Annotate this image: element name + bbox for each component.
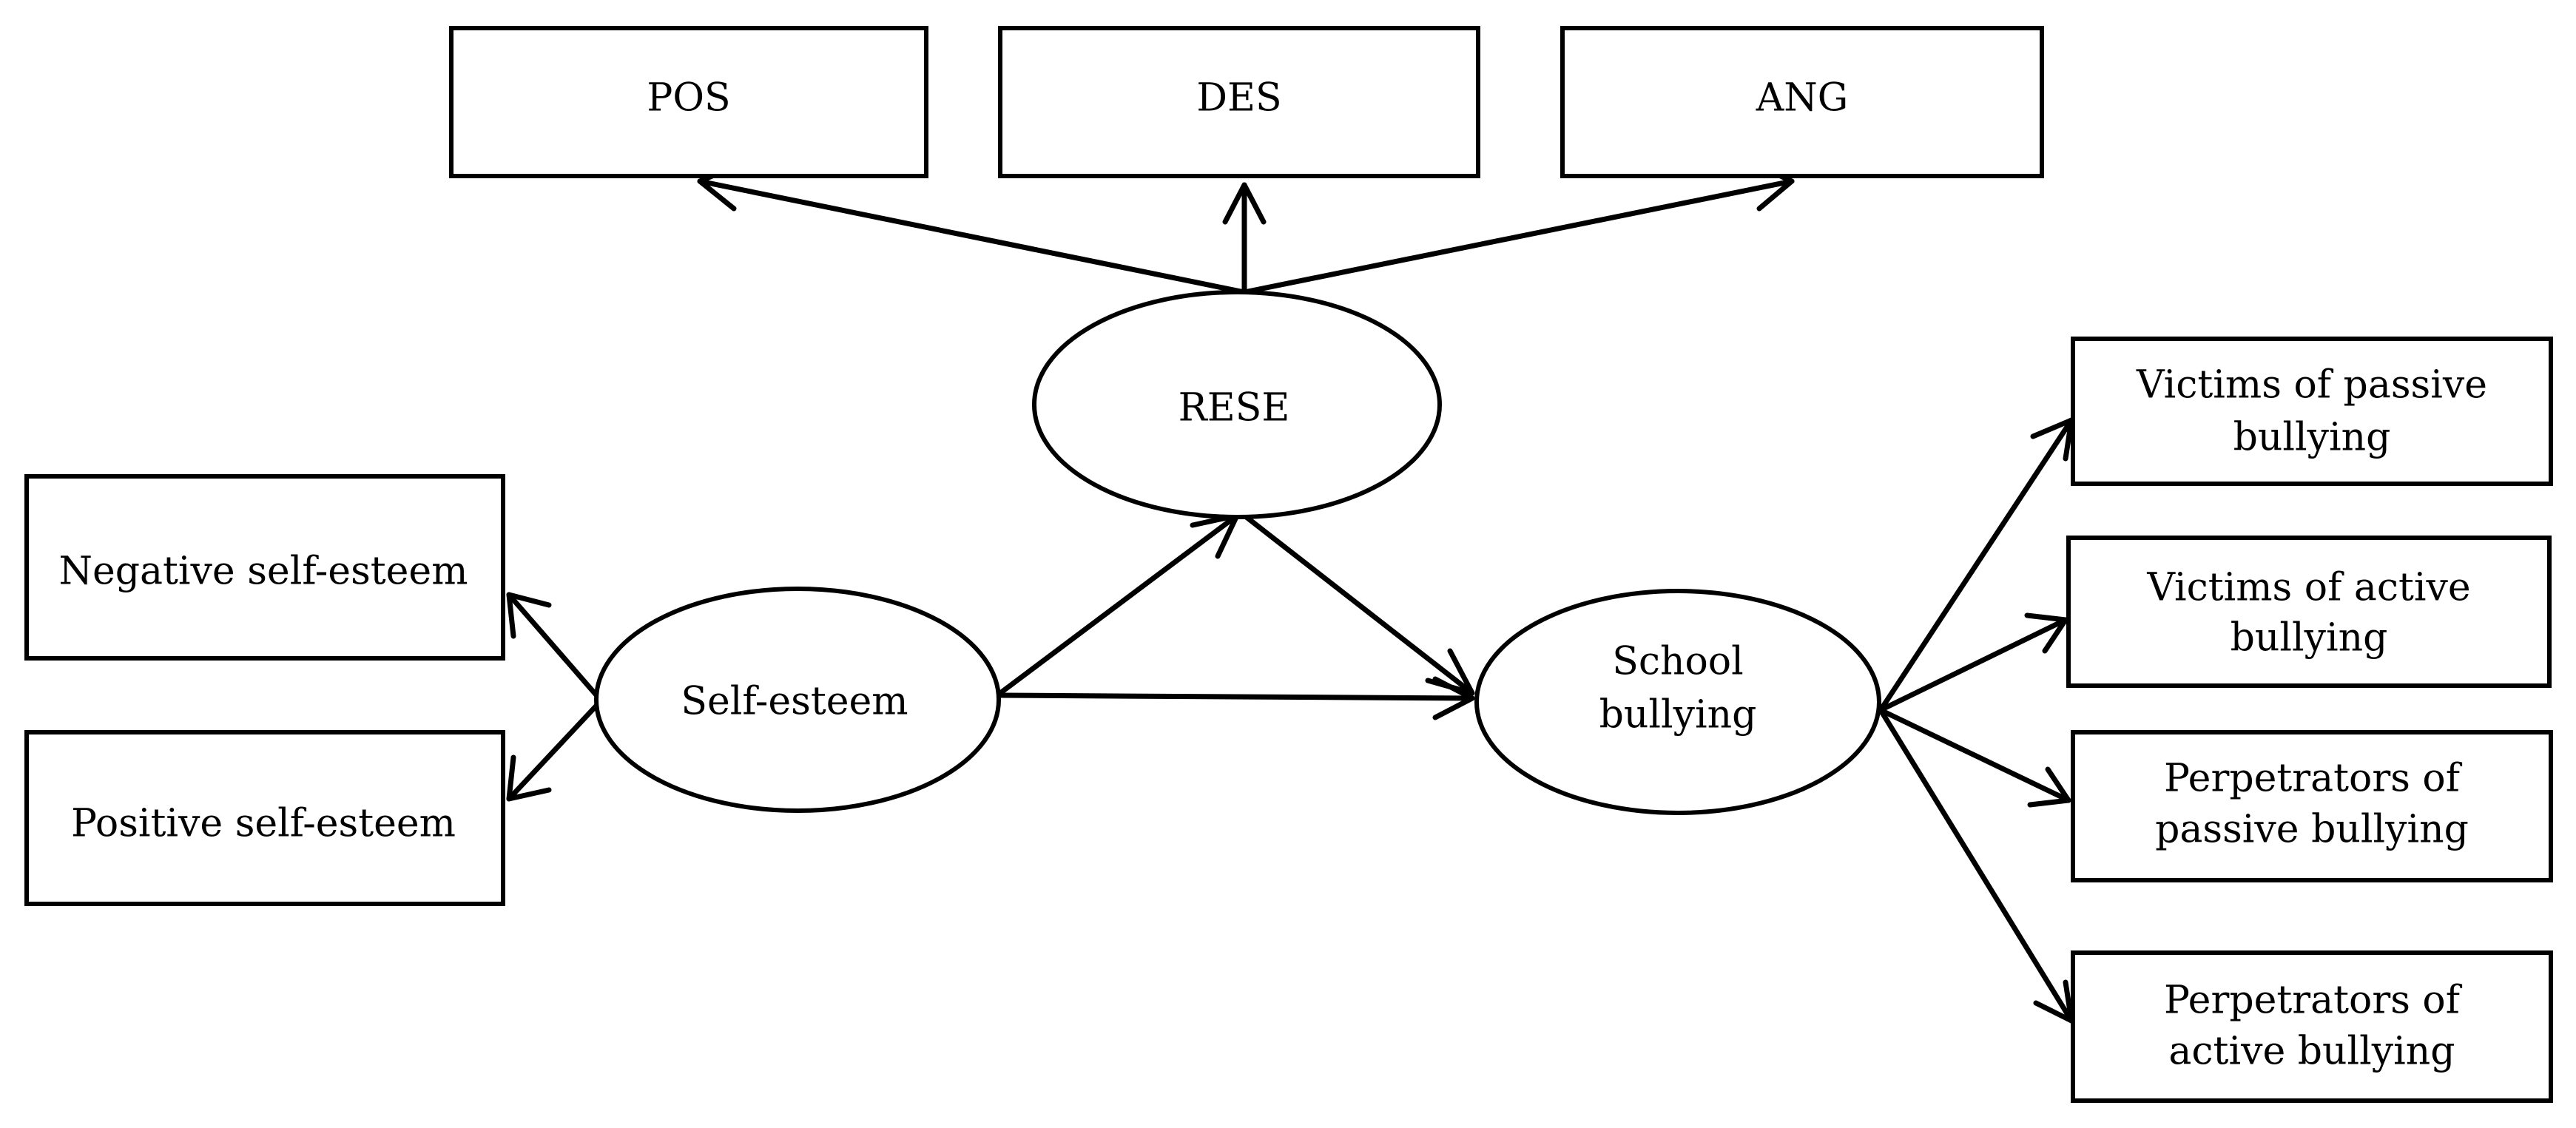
node-perpetrators-active: Perpetrators of active bullying	[2071, 950, 2553, 1103]
edge-rese-to-school-bullying	[1241, 513, 1475, 696]
node-pos: POS	[449, 26, 928, 178]
label-positive-self-esteem: Positive self-esteem	[71, 802, 456, 846]
box-negative-self-esteem	[24, 474, 505, 661]
node-rese: RESE	[1032, 290, 1442, 519]
box-perpetrators-passive	[2071, 730, 2553, 882]
label-victims-passive-line1: Victims of passive	[2136, 363, 2487, 408]
label-perpetrators-active-line1: Perpetrators of	[2164, 979, 2463, 1023]
node-des: DES	[998, 26, 1480, 178]
edge-to-victims-passive	[1878, 417, 2074, 713]
node-ang: ANG	[1560, 26, 2044, 178]
edge-self-esteem-to-school-bullying	[997, 692, 1475, 701]
label-victims-active-line2: bullying	[2231, 616, 2388, 661]
label-negative-self-esteem: Negative self-esteem	[58, 550, 468, 594]
node-school-bullying: School bullying	[1474, 589, 1881, 815]
label-school-bullying-line1: School	[1612, 640, 1743, 684]
label-victims-active-line1: Victims of active	[2146, 566, 2470, 610]
label-des: DES	[1196, 76, 1281, 121]
node-self-esteem: Self-esteem	[594, 587, 1001, 813]
label-school-bullying-line2: bullying	[1599, 693, 1757, 737]
label-self-esteem: Self-esteem	[681, 680, 908, 724]
label-perpetrators-active-line2: active bullying	[2168, 1030, 2455, 1074]
node-victims-passive: Victims of passive bullying	[2071, 337, 2553, 486]
edge-to-perpetrators-passive	[1878, 707, 2071, 803]
arrowhead-victims-active	[2024, 612, 2068, 654]
edge-self-esteem-to-positive	[506, 701, 601, 802]
box-des	[998, 26, 1480, 178]
arrowhead-negative	[506, 592, 552, 639]
ellipse-rese	[1032, 290, 1442, 519]
node-positive-self-esteem: Positive self-esteem	[24, 730, 505, 906]
label-ang: ANG	[1756, 76, 1849, 121]
node-victims-active: Victims of active bullying	[2066, 536, 2552, 688]
edge-rese-to-ang	[1241, 178, 1795, 295]
ellipse-school-bullying	[1474, 589, 1881, 815]
box-pos	[449, 26, 928, 178]
box-positive-self-esteem	[24, 730, 505, 906]
edge-to-perpetrators-active	[1878, 707, 2074, 1024]
node-negative-self-esteem: Negative self-esteem	[24, 474, 505, 661]
label-victims-passive-line2: bullying	[2233, 416, 2391, 460]
edge-to-victims-active	[1878, 617, 2068, 713]
arrowhead-school-bullying-from-self-esteem	[1432, 676, 1475, 720]
arrowhead-des	[1222, 182, 1267, 225]
label-pos: POS	[647, 76, 730, 121]
edge-self-esteem-to-negative	[506, 592, 601, 700]
box-perpetrators-active	[2071, 950, 2553, 1103]
box-victims-active	[2066, 536, 2552, 688]
box-victims-passive	[2071, 337, 2553, 486]
arrowhead-perpetrators-passive	[2027, 766, 2071, 808]
label-perpetrators-passive-line1: Perpetrators of	[2164, 757, 2463, 801]
label-perpetrators-passive-line2: passive bullying	[2155, 808, 2469, 852]
arrowhead-positive	[506, 754, 552, 802]
edge-rese-to-pos	[697, 178, 1247, 295]
edge-self-esteem-to-rese	[997, 513, 1240, 696]
node-perpetrators-passive: Perpetrators of passive bullying	[2071, 730, 2553, 882]
label-rese: RESE	[1179, 386, 1290, 430]
box-ang	[1560, 26, 2044, 178]
ellipse-self-esteem	[594, 587, 1001, 813]
